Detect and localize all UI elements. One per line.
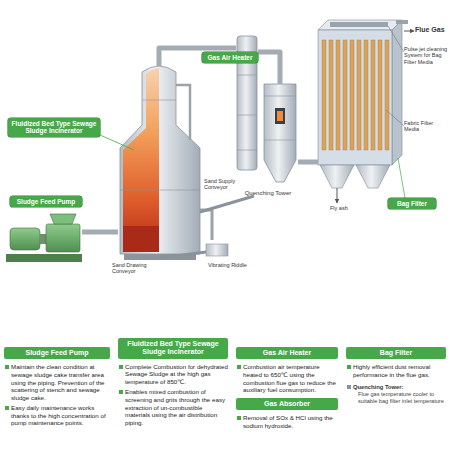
description-column: Gas Air HeaterCombustion air temperature…: [236, 338, 338, 429]
section-heading: Fluidized Bed Type Sewage Sludge Inciner…: [118, 338, 228, 359]
description-column: Sludge Feed PumpMaintain the clean condi…: [4, 338, 110, 427]
gas-duct: [298, 160, 318, 165]
filter-hopper: [356, 165, 390, 188]
flue-gas-arrow: [404, 31, 414, 32]
callout-tag: Bag Filter: [388, 198, 436, 209]
tower-flange: [264, 96, 296, 97]
bullet-text: Easy daily maintenance works thanks to t…: [4, 404, 110, 427]
shell-flange: [142, 100, 176, 101]
side-pipe: [176, 85, 190, 140]
shell-flange: [120, 190, 200, 191]
bullet-text: Highly efficient dust removal performanc…: [346, 363, 446, 378]
note-heading: Quenching Tower:: [346, 384, 446, 391]
vibrating-riddle: [206, 244, 228, 256]
part-label: Flue Gas: [415, 26, 449, 34]
bullet-text: Removal of SOx & HCl using the sodium hy…: [236, 414, 338, 429]
pulse-jet-header: [330, 22, 388, 27]
description-column: Fluidized Bed Type Sewage Sludge Inciner…: [118, 338, 228, 426]
heater-band: [237, 150, 257, 151]
sand-bed: [123, 226, 159, 252]
filter-bag: [343, 40, 347, 150]
part-label: Fly ash: [330, 205, 370, 211]
sand-drawing-conveyor: [160, 252, 206, 258]
incinerator-shell: [120, 66, 200, 254]
side-pipe: [200, 210, 212, 240]
filter-bag: [378, 40, 382, 150]
filter-bag: [371, 40, 375, 150]
section-heading: Gas Absorber: [236, 398, 338, 410]
callout-tag: Sludge Feed Pump: [10, 196, 82, 207]
air-heater-node: Gas Air Heater: [236, 36, 258, 170]
pump-motor: [10, 228, 40, 250]
section-heading: Gas Air Heater: [236, 347, 338, 359]
leader-line: [388, 26, 404, 52]
heater-band: [237, 115, 257, 116]
gas-duct: [258, 52, 280, 84]
filter-bag: [329, 40, 333, 150]
part-label: Sand Supply Conveyor: [204, 178, 244, 191]
leader-line: [100, 135, 134, 150]
filter-bag: [322, 40, 326, 150]
bullet-text: Enables mixed combustion of screening an…: [118, 388, 228, 426]
filter-bag: [336, 40, 340, 150]
bullet-text: Complete Combustion for dehydrated Sewag…: [118, 363, 228, 386]
section-heading: Sludge Feed Pump: [4, 347, 110, 359]
filter-body: [318, 30, 392, 165]
fly-ash-arrow: [337, 188, 338, 203]
pump-hopper: [50, 214, 76, 224]
quenching-tower: [264, 84, 296, 182]
filter-bag: [350, 40, 354, 150]
bag-filter-node: Bag Filter: [318, 14, 402, 192]
equipment-label: Quenching Tower: [228, 190, 308, 197]
note-text: Flue gas temperature cooler to suitable …: [346, 391, 446, 405]
filter-bag: [364, 40, 368, 150]
outlet-pipe: [396, 20, 408, 24]
callout-tag: Fluidized Bed Type Sewage Sludge Inciner…: [8, 118, 100, 137]
pump-coupling: [40, 234, 46, 244]
pump-body: [46, 224, 80, 252]
gas-duct: [82, 230, 118, 235]
filter-bag: [385, 40, 389, 150]
tower-glow: [277, 111, 283, 121]
leader-line: [398, 158, 405, 198]
heater-band: [237, 75, 257, 76]
pump-skid: [6, 254, 82, 262]
bullet-text: Combustion air temperature heated to 650…: [236, 363, 338, 393]
part-label: Vibrating Riddle: [208, 262, 248, 268]
tower-window: [275, 108, 285, 124]
quench-tower-node: Quenching Tower: [262, 84, 298, 182]
feed-pump-node: Sludge Feed Pump: [6, 214, 82, 264]
tower-flange: [264, 140, 296, 141]
part-label: Pulse jet cleaning System for Bag Filter…: [404, 46, 449, 65]
incinerator-cutaway: [123, 68, 159, 252]
part-label: Sand Drawing Conveyor: [112, 262, 162, 275]
filter-bag: [357, 40, 361, 150]
sand-supply-conveyor: [200, 196, 254, 212]
description-column: Bag FilterHighly efficient dust removal …: [346, 338, 446, 405]
incinerator-node: Fluidized Bed Type Sewage Sludge Inciner…: [118, 66, 200, 254]
bullet-text: Maintain the clean condition at sewage s…: [4, 363, 110, 401]
leader-line: [386, 110, 404, 126]
section-heading: Bag Filter: [346, 347, 446, 359]
filter-hopper: [320, 165, 354, 188]
part-label: Fabric Filter Media: [404, 120, 448, 133]
callout-tag: Gas Air Heater: [202, 52, 258, 63]
filter-side: [392, 20, 402, 165]
